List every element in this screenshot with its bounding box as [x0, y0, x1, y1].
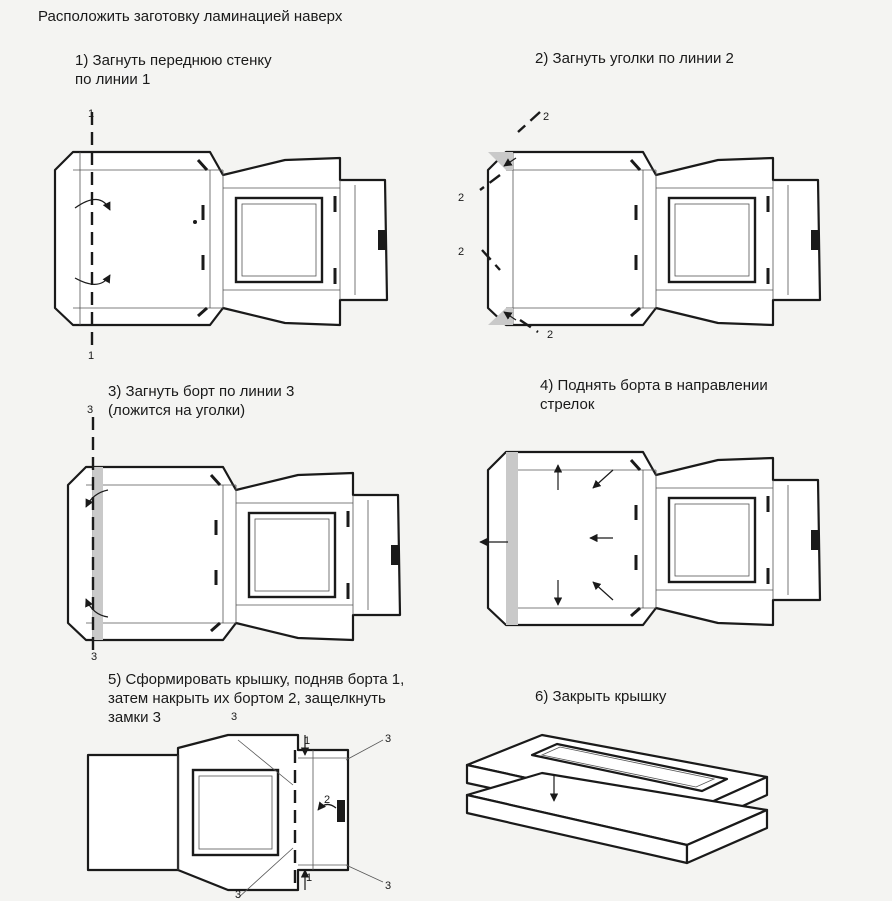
step-3-diagram: [58, 425, 438, 655]
fold-label-1: 1: [88, 350, 94, 362]
step-5-diagram: [88, 730, 388, 900]
step-3-text: 3) Загнуть борт по линии 3 (ложится на у…: [108, 382, 294, 420]
instruction-title: Расположить заготовку ламинацией наверх: [38, 7, 342, 26]
fold-label-3: 3: [91, 651, 97, 663]
fold-label-2: 2: [458, 246, 464, 258]
step-6-diagram: [462, 735, 782, 895]
fold-label-1: 1: [88, 108, 94, 120]
step-1-text: 1) Загнуть переднюю стенку по линии 1: [75, 51, 272, 89]
flap-label-2: 2: [324, 794, 330, 806]
step-4-diagram: [478, 430, 858, 630]
lock-label-3: 3: [231, 711, 237, 723]
lock-label-3: 3: [385, 880, 391, 892]
fold-label-2: 2: [547, 329, 553, 341]
step-1-diagram: [45, 110, 425, 360]
fold-label-2: 2: [458, 192, 464, 204]
step-2-diagram: [478, 110, 858, 350]
flap-label-1: 1: [304, 735, 310, 747]
lock-label-3: 3: [385, 733, 391, 745]
lock-label-3: 3: [235, 889, 241, 901]
step-5-text: 5) Сформировать крышку, подняв борта 1, …: [108, 670, 404, 727]
step-2-text: 2) Загнуть уголки по линии 2: [535, 49, 734, 68]
fold-line-2: [518, 112, 540, 132]
fold-label-2: 2: [543, 111, 549, 123]
step-4-text: 4) Поднять борта в направлении стрелок: [540, 376, 768, 414]
fold-label-3: 3: [87, 404, 93, 416]
flap-label-1: 1: [306, 872, 312, 884]
step-6-text: 6) Закрыть крышку: [535, 687, 666, 706]
